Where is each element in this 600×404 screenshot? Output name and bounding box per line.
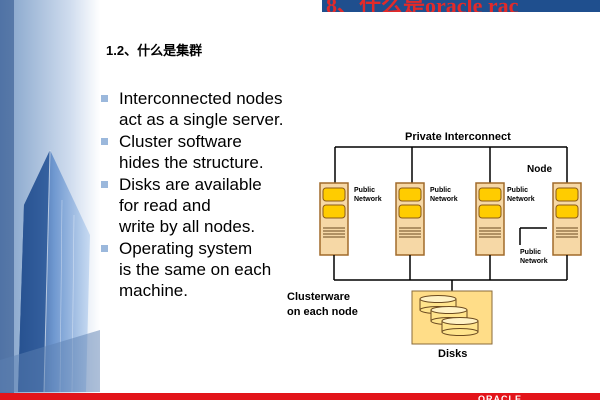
- drive-bay-icon: [478, 204, 502, 219]
- shared-disks: [411, 290, 493, 345]
- clusterware-label: Clusterware: [287, 291, 350, 303]
- bullet-text: Interconnected nodes act as a single ser…: [119, 89, 284, 129]
- bullet-text: Disks are available for read and write b…: [119, 175, 262, 236]
- decorative-skyscraper-image: [0, 0, 100, 400]
- drive-bay-icon: [478, 187, 502, 202]
- bullet-item: Operating system is the same on each mac…: [100, 238, 300, 301]
- public-network-label: Public: [354, 187, 375, 194]
- drive-bay-icon: [322, 204, 346, 219]
- drive-bay-icon: [555, 204, 579, 219]
- bullet-marker-icon: [101, 95, 108, 102]
- bullet-text: Cluster software hides the structure.: [119, 132, 264, 172]
- bullet-text: Operating system is the same on each mac…: [119, 239, 272, 300]
- private-interconnect-label: Private Interconnect: [405, 131, 511, 143]
- node-label: Node: [527, 164, 552, 175]
- clusterware-label: on each node: [287, 306, 358, 318]
- public-network-label: Public: [507, 187, 528, 194]
- bullet-item: Cluster software hides the structure.: [100, 131, 300, 173]
- drive-bay-icon: [555, 187, 579, 202]
- slide-title-fragment: 8、什么是oracle rac: [326, 0, 518, 12]
- drive-bay-icon: [322, 187, 346, 202]
- footer-bar: [0, 393, 600, 400]
- oracle-logo: ORACLE: [478, 394, 522, 404]
- drive-bay-icon: [398, 204, 422, 219]
- drive-bay-icon: [398, 187, 422, 202]
- slide-title-banner: 8、什么是oracle rac: [322, 0, 600, 12]
- public-network-label: Public: [520, 249, 541, 256]
- bullet-item: Disks are available for read and write b…: [100, 174, 300, 237]
- bullet-list: Interconnected nodes act as a single ser…: [100, 88, 300, 302]
- disk-icon: [441, 317, 479, 336]
- bullet-item: Interconnected nodes act as a single ser…: [100, 88, 300, 130]
- public-network-label: Network: [507, 196, 535, 203]
- public-network-label: Network: [354, 196, 382, 203]
- public-network-label: Public: [430, 187, 451, 194]
- server-node-3: [475, 182, 505, 256]
- server-node-1: [319, 182, 349, 256]
- server-node-2: [395, 182, 425, 256]
- server-node-4: [552, 182, 582, 256]
- bullet-marker-icon: [101, 138, 108, 145]
- public-network-label: Network: [430, 196, 458, 203]
- section-heading: 1.2、什么是集群: [106, 43, 203, 58]
- public-network-label: Network: [520, 258, 548, 265]
- disks-label: Disks: [438, 348, 467, 360]
- bullet-marker-icon: [101, 181, 108, 188]
- bullet-marker-icon: [101, 245, 108, 252]
